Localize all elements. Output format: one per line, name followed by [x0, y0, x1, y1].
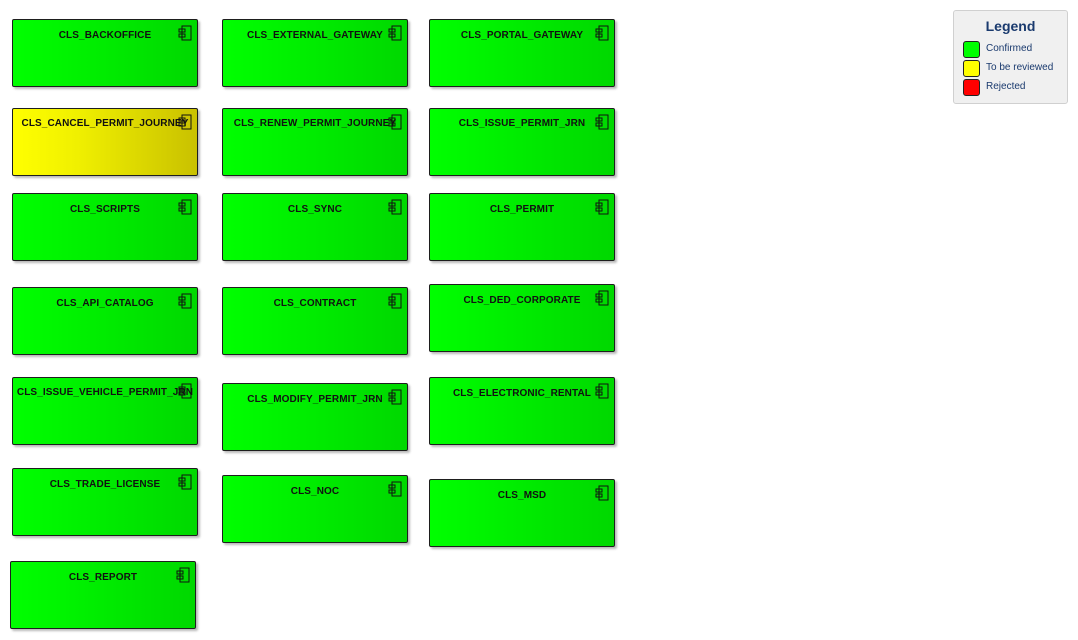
component-icon — [595, 383, 609, 399]
component-icon — [178, 383, 192, 399]
legend-label: Rejected — [986, 81, 1026, 92]
component-label: CLS_BACKOFFICE — [58, 30, 152, 41]
component-cls-contract[interactable]: CLS_CONTRACT — [222, 287, 408, 355]
legend-swatch-rejected — [963, 79, 980, 96]
component-icon — [178, 293, 192, 309]
component-label: CLS_SCRIPTS — [69, 204, 140, 215]
component-cls-trade-license[interactable]: CLS_TRADE_LICENSE — [12, 468, 198, 536]
component-label: CLS_REPORT — [68, 572, 138, 583]
component-cls-cancel-permit-journey[interactable]: CLS_CANCEL_PERMIT_JOURNEY — [12, 108, 198, 176]
component-cls-report[interactable]: CLS_REPORT — [10, 561, 196, 629]
component-cls-noc[interactable]: CLS_NOC — [222, 475, 408, 543]
component-cls-permit[interactable]: CLS_PERMIT — [429, 193, 615, 261]
component-cls-scripts[interactable]: CLS_SCRIPTS — [12, 193, 198, 261]
component-label: CLS_API_CATALOG — [56, 298, 154, 309]
component-label: CLS_PERMIT — [489, 204, 555, 215]
component-label: CLS_RENEW_PERMIT_JOURNEY — [233, 118, 397, 129]
component-cls-external-gateway[interactable]: CLS_EXTERNAL_GATEWAY — [222, 19, 408, 87]
component-icon — [176, 567, 190, 583]
component-cls-portal-gateway[interactable]: CLS_PORTAL_GATEWAY — [429, 19, 615, 87]
component-cls-msd[interactable]: CLS_MSD — [429, 479, 615, 547]
component-icon — [388, 25, 402, 41]
component-icon — [388, 389, 402, 405]
component-icon — [595, 290, 609, 306]
component-cls-api-catalog[interactable]: CLS_API_CATALOG — [12, 287, 198, 355]
component-cls-renew-permit-journey[interactable]: CLS_RENEW_PERMIT_JOURNEY — [222, 108, 408, 176]
component-icon — [178, 474, 192, 490]
component-cls-ded-corporate[interactable]: CLS_DED_CORPORATE — [429, 284, 615, 352]
component-label: CLS_PORTAL_GATEWAY — [460, 30, 584, 41]
component-icon — [178, 25, 192, 41]
component-cls-sync[interactable]: CLS_SYNC — [222, 193, 408, 261]
legend-title: Legend — [985, 18, 1036, 34]
component-icon — [388, 481, 402, 497]
component-label: CLS_DED_CORPORATE — [463, 295, 581, 306]
component-label: CLS_SYNC — [287, 204, 343, 215]
component-label: CLS_MSD — [497, 490, 547, 501]
component-label: CLS_ELECTRONIC_RENTAL — [452, 388, 592, 399]
component-icon — [595, 485, 609, 501]
legend-label: To be reviewed — [986, 62, 1054, 73]
component-label: CLS_MODIFY_PERMIT_JRN — [247, 394, 383, 405]
component-icon — [178, 114, 192, 130]
component-label: CLS_NOC — [290, 486, 340, 497]
component-label: CLS_EXTERNAL_GATEWAY — [247, 30, 383, 41]
component-cls-electronic-rental[interactable]: CLS_ELECTRONIC_RENTAL — [429, 377, 615, 445]
legend-swatch-to-be-reviewed — [963, 60, 980, 77]
component-label: CLS_TRADE_LICENSE — [49, 479, 161, 490]
legend-swatch-confirmed — [963, 41, 980, 58]
component-label: CLS_ISSUE_VEHICLE_PERMIT_JRN — [16, 387, 194, 398]
component-cls-issue-vehicle-permit-jrn[interactable]: CLS_ISSUE_VEHICLE_PERMIT_JRN — [12, 377, 198, 445]
component-icon — [595, 199, 609, 215]
legend: Legend Confirmed To be reviewed Rejected — [953, 10, 1068, 104]
component-icon — [388, 199, 402, 215]
component-cls-backoffice[interactable]: CLS_BACKOFFICE — [12, 19, 198, 87]
component-cls-issue-permit-jrn[interactable]: CLS_ISSUE_PERMIT_JRN — [429, 108, 615, 176]
component-icon — [178, 199, 192, 215]
component-icon — [595, 114, 609, 130]
legend-label: Confirmed — [986, 43, 1033, 54]
component-label: CLS_CANCEL_PERMIT_JOURNEY — [21, 118, 189, 129]
component-cls-modify-permit-jrn[interactable]: CLS_MODIFY_PERMIT_JRN — [222, 383, 408, 451]
component-label: CLS_CONTRACT — [273, 298, 357, 309]
component-icon — [388, 293, 402, 309]
component-icon — [388, 114, 402, 130]
component-icon — [595, 25, 609, 41]
component-label: CLS_ISSUE_PERMIT_JRN — [458, 118, 586, 129]
